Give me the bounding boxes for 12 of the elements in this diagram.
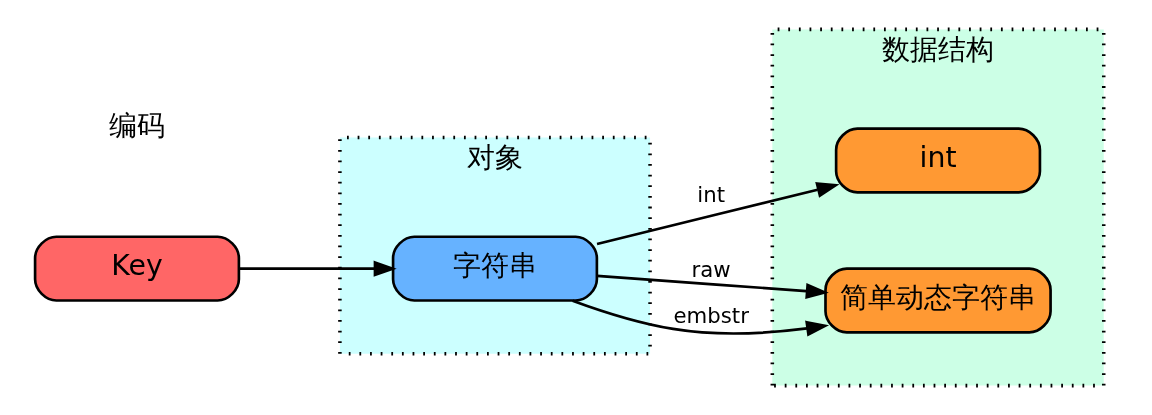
edge-label: raw (691, 256, 731, 282)
edge-label: embstr (672, 302, 749, 328)
arrow (596, 274, 829, 300)
node-box: int (834, 127, 1041, 194)
node-box: Key (33, 235, 240, 302)
node-box: 字符串 (391, 235, 598, 302)
arrow (571, 299, 829, 337)
edge-label: int (696, 182, 725, 208)
node-box: 简单动态字符串 (823, 267, 1052, 334)
arrow (238, 260, 397, 277)
arrow (596, 182, 840, 246)
label: 编码 (108, 109, 165, 143)
